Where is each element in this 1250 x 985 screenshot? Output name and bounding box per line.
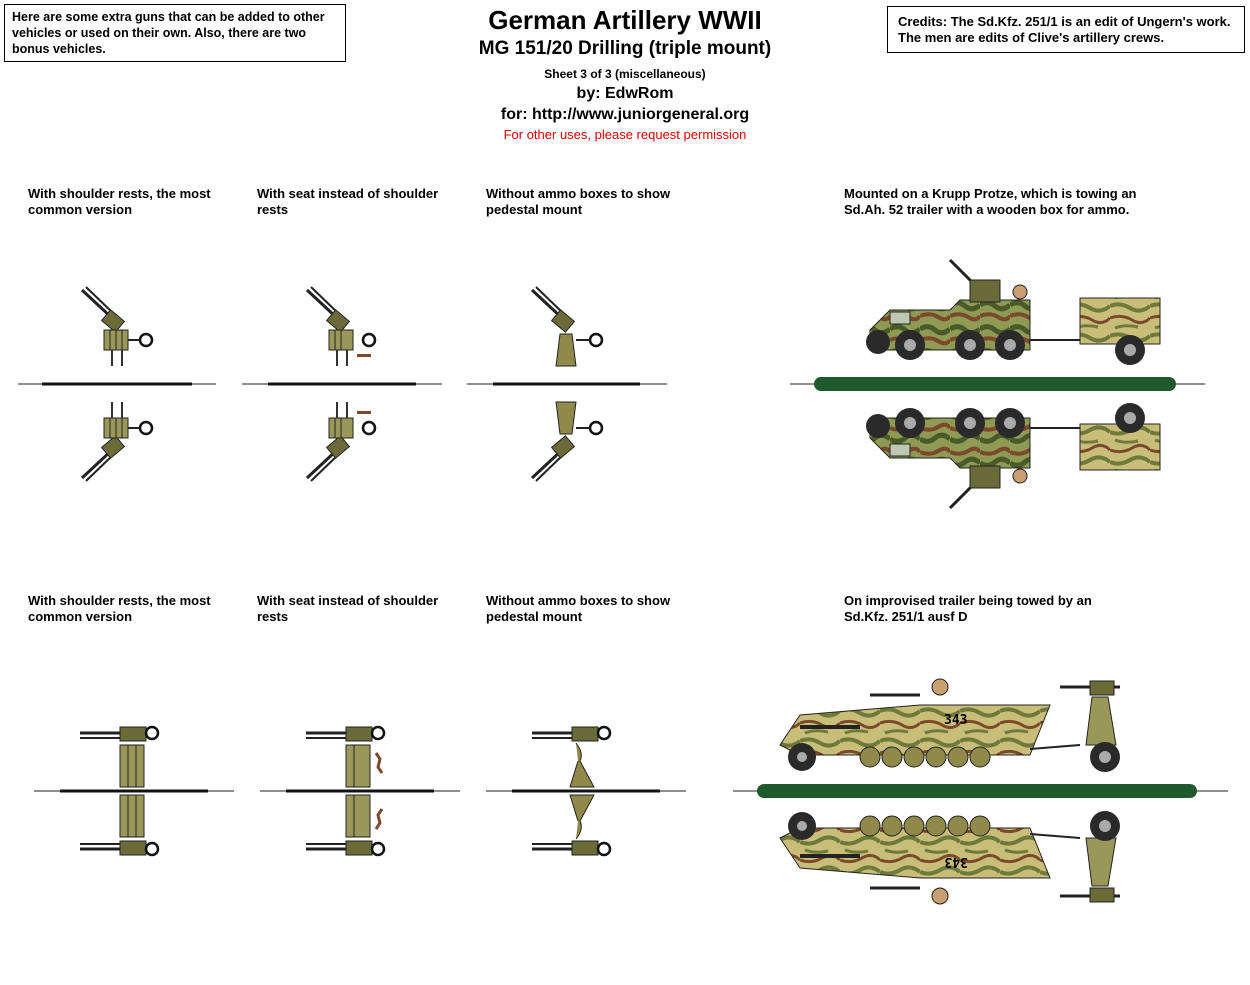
- green-base-2: [757, 784, 1197, 798]
- sheet-number: Sheet 3 of 3 (miscellaneous): [544, 67, 706, 81]
- gun-seat-row1: [305, 285, 377, 368]
- intro-note: Here are some extra guns that can be add…: [4, 4, 346, 62]
- caption-pedestal-2: Without ammo boxes to show pedestal moun…: [486, 593, 671, 624]
- permission-notice: For other uses, please request permissio…: [503, 127, 747, 142]
- site-url: for: http://www.juniorgeneral.org: [500, 106, 750, 123]
- gun-seat-row1-mirror: [305, 400, 377, 483]
- krupp-protze-vehicle-mirror: [864, 401, 1162, 510]
- caption-seat-2: With seat instead of shoulder rests: [257, 593, 439, 624]
- author: by: EdwRom: [576, 85, 674, 102]
- caption-shoulder-rests-2: With shoulder rests, the most common ver…: [28, 593, 211, 624]
- gun-shoulder-rests-row1: [80, 285, 154, 368]
- gun-pedestal-row1: [530, 285, 604, 368]
- page-subtitle: MG 151/20 Drilling (triple mount): [478, 38, 772, 59]
- gun-pedestal-row1-mirror: [530, 400, 604, 483]
- vehicle-number-mirror: 343: [945, 854, 968, 869]
- credits-line-1: Credits: The Sd.Kfz. 251/1 is an edit of…: [898, 14, 1231, 29]
- gun-pedestal-row2-mirror: [530, 793, 612, 857]
- caption-krupp-protze: Mounted on a Krupp Protze, which is towi…: [844, 186, 1137, 217]
- gun-shoulder-rests-row2: [78, 725, 160, 789]
- credits-note: Credits: The Sd.Kfz. 251/1 is an edit of…: [887, 6, 1245, 53]
- gun-seat-row2: [304, 725, 386, 789]
- caption-sdkfz-251: On improvised trailer being towed by an …: [844, 593, 1092, 624]
- caption-shoulder-rests-1: With shoulder rests, the most common ver…: [28, 186, 211, 217]
- krupp-protze-vehicle: [864, 258, 1162, 367]
- caption-pedestal-1: Without ammo boxes to show pedestal moun…: [486, 186, 671, 217]
- gun-pedestal-row2: [530, 725, 612, 789]
- green-base-1: [814, 377, 1176, 391]
- gun-seat-row2-mirror: [304, 793, 386, 857]
- caption-seat-1: With seat instead of shoulder rests: [257, 186, 439, 217]
- vehicle-number: 343: [944, 713, 967, 728]
- credits-line-2: The men are edits of Clive's artillery c…: [898, 30, 1165, 45]
- page-title: German Artillery WWII: [488, 5, 762, 35]
- gun-shoulder-rests-row2-mirror: [78, 793, 160, 857]
- gun-shoulder-rests-row1-mirror: [80, 400, 154, 483]
